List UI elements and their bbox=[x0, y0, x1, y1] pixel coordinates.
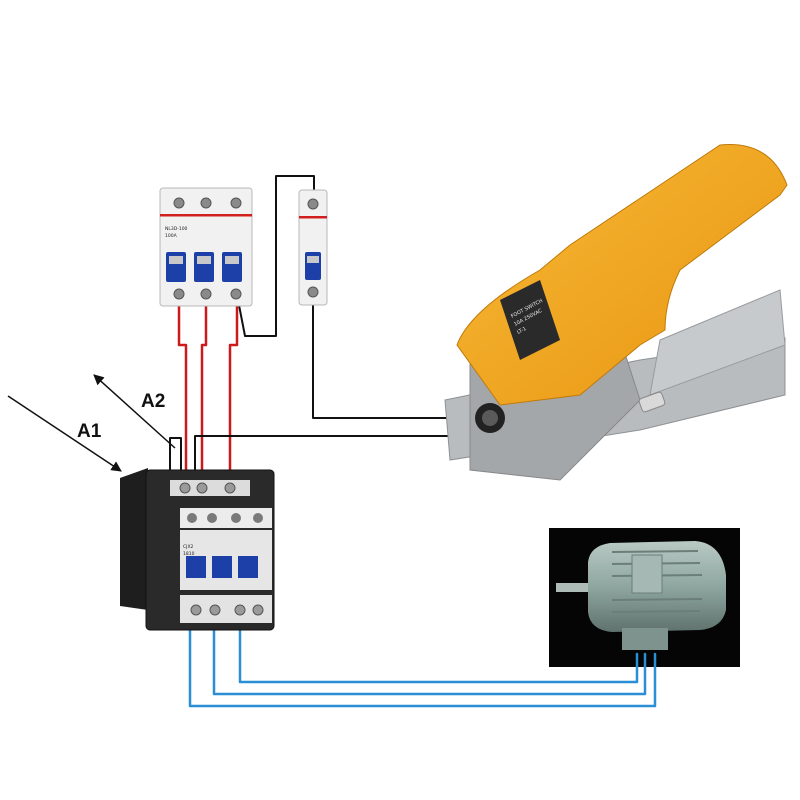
foot-pedal-switch: FOOT SWITCH 10A 250VAC LT-1 bbox=[444, 144, 788, 481]
breaker-3p-handle-tips bbox=[169, 256, 239, 264]
breaker-3p-model-text: NL3D-100 bbox=[165, 226, 188, 232]
single-pole-breaker bbox=[298, 189, 328, 306]
coil-annotations: A1 A2 bbox=[7, 374, 176, 472]
supply-wire-l2 bbox=[200, 298, 208, 490]
contactor-label-band bbox=[180, 508, 272, 528]
supply-wires bbox=[177, 298, 239, 490]
pedal-latch bbox=[638, 391, 666, 413]
supply-wire-l1 bbox=[177, 298, 188, 490]
contactor: CJX2 1810 bbox=[120, 468, 275, 631]
breaker-3p-red-stripe bbox=[160, 214, 252, 217]
breaker-1p-handle-tip bbox=[307, 256, 319, 263]
contactor-model-text: CJX2 bbox=[183, 544, 194, 550]
control-wire-breaker-to-mcb bbox=[237, 175, 315, 337]
contactor-top-screws bbox=[179, 482, 236, 494]
contactor-bottom-screws bbox=[190, 604, 264, 616]
pedal-cable-gland-inner bbox=[482, 410, 498, 426]
pedal-treadle bbox=[649, 289, 786, 396]
motor-shaft bbox=[556, 583, 590, 592]
three-pole-breaker: NL3D-100 100A bbox=[159, 187, 253, 307]
motor-wire-w bbox=[238, 626, 639, 684]
motor bbox=[549, 528, 740, 667]
breaker-3p-top-screws bbox=[173, 197, 242, 209]
contactor-label-screws bbox=[187, 513, 263, 523]
contactor-blue-modules bbox=[186, 556, 258, 578]
contactor-side bbox=[120, 468, 148, 610]
breaker-1p-top-screw bbox=[307, 198, 319, 210]
a1-arrow bbox=[7, 395, 122, 472]
motor-terminal-box bbox=[631, 554, 663, 594]
supply-wire-l3 bbox=[228, 298, 239, 490]
wiring bbox=[169, 175, 657, 708]
label-a2: A2 bbox=[141, 391, 165, 412]
motor-wire-v bbox=[212, 626, 647, 696]
label-a1: A1 bbox=[77, 421, 102, 442]
control-wire-coil-loop bbox=[169, 437, 182, 471]
pedal-nameplate bbox=[500, 280, 560, 360]
motor-foot bbox=[622, 628, 668, 650]
breaker-1p-bottom-screw bbox=[307, 286, 319, 298]
nameplate-line-3: LT-1 bbox=[516, 326, 527, 336]
contactor-rating-text: 1810 bbox=[183, 551, 195, 557]
motor-wires bbox=[188, 626, 657, 708]
a2-arrow bbox=[93, 374, 176, 449]
breaker-3p-bottom-screws bbox=[173, 288, 242, 300]
control-wire-mcb-to-pedal bbox=[312, 295, 469, 419]
breaker-1p-red-stripe bbox=[299, 216, 327, 219]
breaker-3p-rating-text: 100A bbox=[165, 233, 178, 239]
motor-wire-u bbox=[188, 626, 657, 708]
